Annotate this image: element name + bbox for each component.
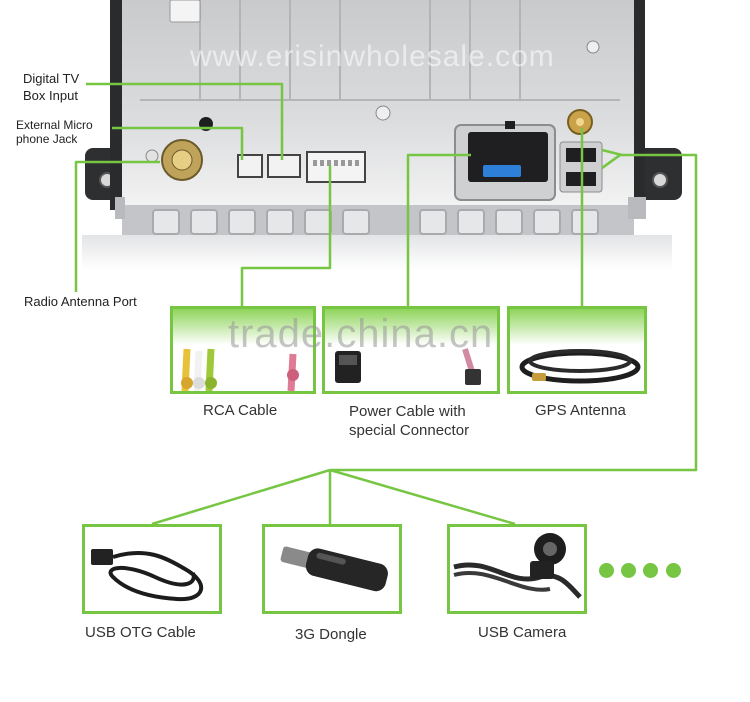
watermark-url: www.erisinwholesale.com (190, 40, 555, 73)
label-digital-tv: Digital TV Box Input (23, 70, 79, 104)
label-digital-tv-line2: Box Input (23, 88, 78, 103)
label-digital-tv-line1: Digital TV (23, 71, 80, 86)
caption-usb-camera: USB Camera (478, 624, 567, 641)
power-cable-icon (335, 348, 481, 385)
3g-dongle-icon (280, 546, 388, 592)
box-highlight (510, 309, 644, 345)
caption-rca-cable: RCA Cable (203, 402, 278, 419)
gps-antenna-icon (519, 349, 641, 384)
watermark-trade: trade.china.cn (228, 312, 494, 356)
head-unit-illustration (82, 0, 682, 270)
3g-dongle-box (262, 524, 402, 614)
usb-camera-icon (453, 533, 582, 599)
label-mic-jack: External Micro phone Jack (16, 118, 93, 146)
power-cable-box (322, 306, 500, 394)
head-unit-back-panel: www.erisinwholesale.com (0, 0, 750, 270)
caption-3g-dongle: 3G Dongle (295, 626, 367, 643)
more-dot (599, 563, 614, 578)
gps-antenna-box (507, 306, 647, 394)
rca-cable-icon (181, 348, 299, 391)
usb-camera-box (447, 524, 587, 614)
caption-usb-otg-cable: USB OTG Cable (85, 624, 196, 641)
label-mic-line2: phone Jack (16, 132, 78, 146)
box-highlight (173, 309, 313, 345)
caption-power-cable-line2: special Connector (349, 422, 470, 439)
more-dot (666, 563, 681, 578)
caption-gps-antenna: GPS Antenna (535, 402, 626, 419)
more-dot (621, 563, 636, 578)
usb-otg-cable-box (82, 524, 222, 614)
label-radio-antenna: Radio Antenna Port (24, 294, 137, 309)
caption-power-cable: Power Cable with special Connector (349, 402, 469, 440)
rca-cable-box (170, 306, 316, 394)
label-mic-line1: External Micro (16, 118, 93, 132)
box-highlight (325, 309, 497, 345)
more-dot (643, 563, 658, 578)
usb-otg-cable-icon (91, 549, 204, 602)
caption-power-cable-line1: Power Cable with (349, 403, 466, 420)
